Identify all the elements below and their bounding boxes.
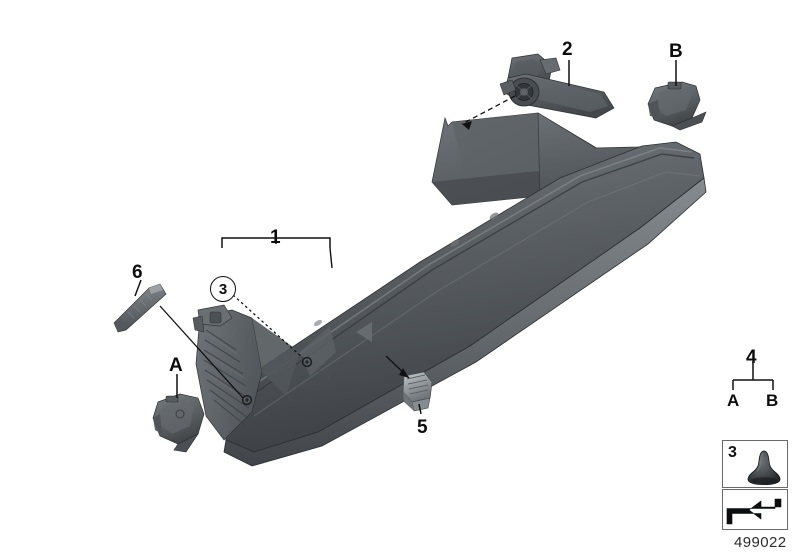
part-bracket-left	[152, 393, 205, 453]
legend-label-b: B	[766, 391, 779, 410]
legend-label-a: A	[727, 391, 740, 410]
callout-label-a-left: A	[169, 355, 183, 376]
detail-box-direction-arrow	[722, 489, 788, 530]
callout-label-4: 4	[746, 347, 757, 368]
callout-label-2: 2	[562, 39, 573, 60]
part-glove-box-body	[192, 112, 707, 467]
part-bracket-right	[647, 81, 707, 131]
detail-box-label-3: 3	[728, 444, 737, 461]
detail-box-part-3: 3	[722, 440, 788, 488]
drawing-number: 499022	[734, 534, 787, 551]
callout-label-6: 6	[132, 262, 143, 283]
part-retaining-bolt	[113, 283, 167, 333]
rubber-bumper-icon	[747, 450, 781, 486]
leader-lines	[134, 60, 774, 415]
part-latch-actuator	[499, 53, 615, 119]
callout-label-3-circled: 3	[210, 276, 236, 302]
callout-label-1: 1	[270, 227, 281, 248]
callout-label-5: 5	[417, 417, 428, 438]
callout-label-b-top: B	[669, 41, 683, 62]
part-spring-nut-clip	[402, 371, 433, 412]
installation-direction-arrow-icon	[726, 498, 782, 525]
